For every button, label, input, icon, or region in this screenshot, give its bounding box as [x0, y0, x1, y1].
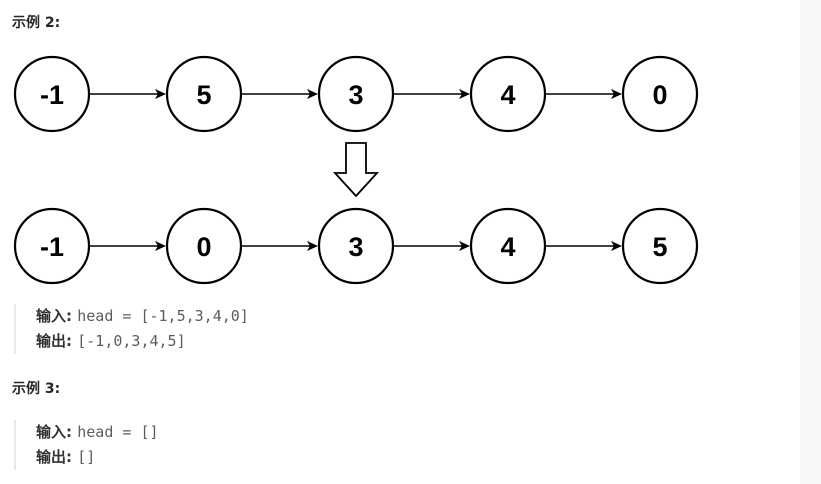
after-node: 0	[165, 207, 243, 285]
after-edge-arrow-icon	[394, 241, 470, 251]
before-node: 4	[469, 55, 547, 133]
before-node: -1	[13, 55, 91, 133]
output-label: 输出	[36, 332, 67, 350]
list-before-row: -1 5 3 4 0	[13, 55, 699, 133]
scrollbar-track[interactable]	[800, 0, 821, 484]
before-node: 0	[621, 55, 699, 133]
before-node-value: 5	[196, 80, 211, 110]
example-3-title: 示例 3:	[12, 381, 61, 397]
before-node: 5	[165, 55, 243, 133]
example-2-title: 示例 2:	[12, 15, 61, 31]
output-line: 输出: [-1,0,3,4,5]	[36, 332, 186, 350]
before-edge-arrow-icon	[394, 89, 470, 99]
after-node-value: 3	[348, 232, 363, 262]
after-node-value: 5	[652, 232, 667, 262]
example-2-io-block: 输入: head = [-1,5,3,4,0] 输出: [-1,0,3,4,5]	[14, 304, 249, 354]
after-node: 4	[469, 207, 547, 285]
before-node-value: 4	[500, 80, 515, 110]
after-edge-arrow-icon	[90, 241, 166, 251]
output-value: []	[77, 448, 96, 466]
before-node-value: 3	[348, 80, 363, 110]
input-line: 输入: head = []	[36, 423, 159, 441]
input-value: head = [-1,5,3,4,0]	[77, 307, 249, 325]
input-value: head = []	[77, 423, 159, 441]
after-node-value: 4	[500, 232, 515, 262]
output-line: 输出: []	[36, 448, 96, 466]
input-label: 输入	[36, 423, 67, 441]
input-label: 输入	[36, 307, 67, 325]
after-node: 3	[317, 207, 395, 285]
before-node-value: -1	[40, 80, 64, 110]
before-node: 3	[317, 55, 395, 133]
output-value: [-1,0,3,4,5]	[77, 332, 186, 350]
after-node-value: 0	[196, 232, 211, 262]
example-3-io-block: 输入: head = [] 输出: []	[14, 420, 159, 470]
before-edge-arrow-icon	[90, 89, 166, 99]
after-node: -1	[13, 207, 91, 285]
after-edge-arrow-icon	[546, 241, 622, 251]
list-after-row: -1 0 3 4 5	[13, 207, 699, 285]
transform-arrow-icon	[332, 142, 380, 198]
after-node: 5	[621, 207, 699, 285]
before-node-value: 0	[652, 80, 667, 110]
before-edge-arrow-icon	[242, 89, 318, 99]
output-label: 输出	[36, 448, 67, 466]
input-line: 输入: head = [-1,5,3,4,0]	[36, 307, 249, 325]
after-node-value: -1	[40, 232, 64, 262]
after-edge-arrow-icon	[242, 241, 318, 251]
before-edge-arrow-icon	[546, 89, 622, 99]
linked-list-diagram: -1 5 3 4 0 -1 0 3 4 5	[13, 55, 699, 285]
